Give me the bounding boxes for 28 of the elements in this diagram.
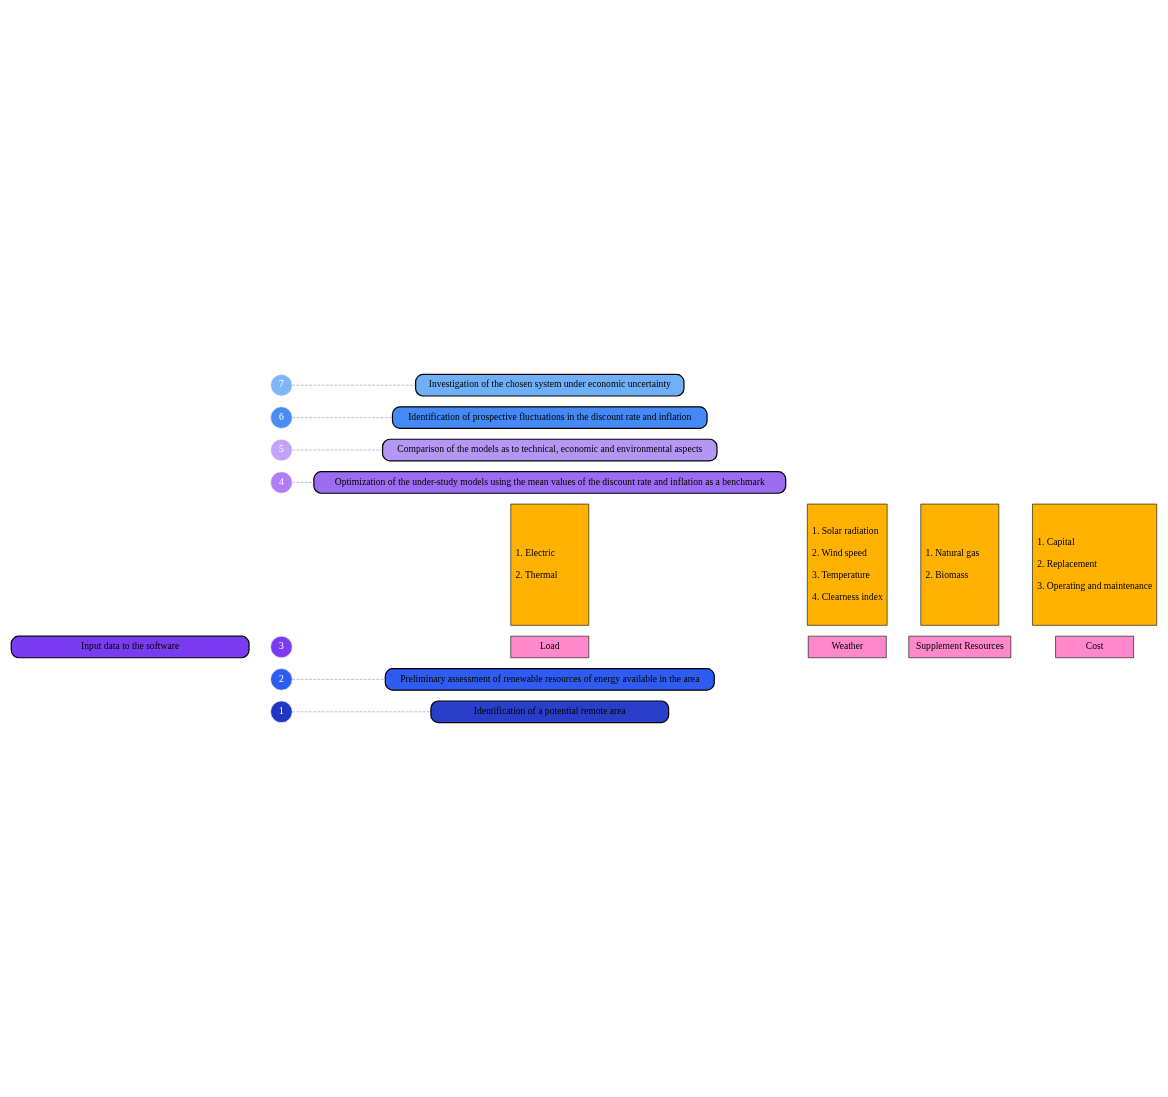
connector — [292, 417, 393, 418]
node-box: Load — [510, 635, 590, 659]
node-circle: 3 — [270, 635, 293, 659]
node-box: Comparison of the models as to technical, economic and environmental aspects — [382, 438, 718, 462]
node-circle: 7 — [270, 374, 293, 397]
node-circle: 4 — [270, 471, 293, 494]
connector — [292, 449, 383, 451]
node-circle: 2 — [270, 668, 293, 691]
node-box: Identification of a potential remote area — [430, 700, 670, 724]
node-box: Optimization of the under-study models using the mean values of the discount rate and inflation as a benchmark — [313, 471, 787, 494]
connector — [292, 679, 386, 680]
node-box: Preliminary assessment of renewable resources of energy available in the area — [384, 667, 715, 691]
node-box: Cost — [1055, 635, 1134, 659]
connector — [292, 711, 432, 713]
node-circle: 1 — [270, 700, 293, 723]
node-box: Input data to the software — [10, 635, 250, 659]
node-circle: 5 — [270, 438, 293, 462]
node-box: Identification of prospective fluctuations in the discount rate and inflation — [391, 406, 708, 430]
node-box: 1. Solar radiation 2. Wind speed 3. Temperature 4. Clearness index — [807, 503, 888, 626]
node-box: 1. Capital 2. Replacement 3. Operating and maintenance — [1032, 503, 1157, 626]
node-box: Weather — [807, 635, 887, 659]
node-box: Investigation of the chosen system under economic uncertainty — [415, 373, 685, 397]
node-box: 1. Natural gas 2. Biomass — [920, 503, 1000, 626]
node-box: 1. Electric 2. Thermal — [510, 503, 590, 626]
node-circle: 6 — [270, 406, 293, 429]
connector — [292, 482, 314, 483]
node-box: Supplement Resources — [908, 635, 1012, 659]
connector — [292, 384, 416, 386]
